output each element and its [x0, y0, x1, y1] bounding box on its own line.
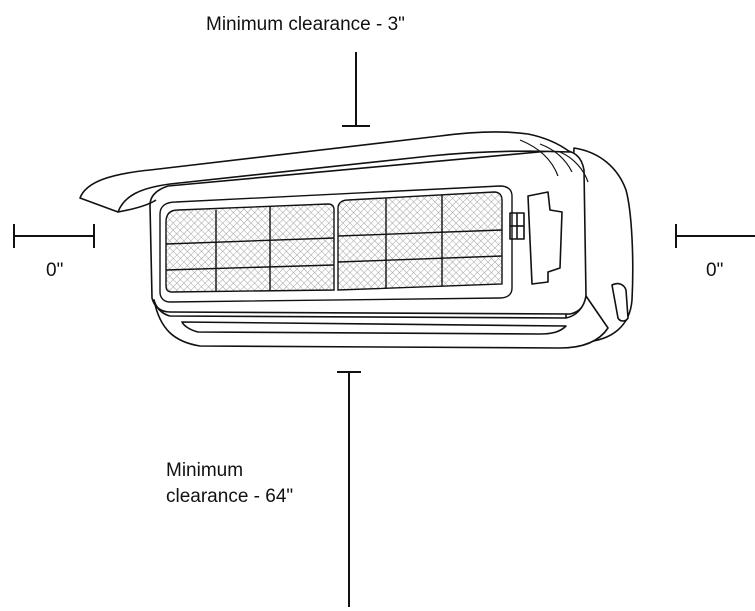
louver	[181, 321, 567, 335]
unit-base	[153, 295, 609, 349]
left-clearance-marker	[13, 224, 95, 248]
filter-frame	[159, 185, 513, 303]
side-button	[611, 282, 629, 322]
bottom-clearance-label-line2: clearance - 64"	[166, 486, 294, 507]
panel-vents	[519, 139, 589, 183]
bottom-clearance-label-line1: Minimum	[166, 460, 244, 481]
side-panel-recess	[527, 191, 563, 285]
top-clearance-marker	[342, 52, 370, 127]
left-filter	[165, 203, 335, 293]
right-filter	[337, 191, 503, 291]
right-clearance-marker	[675, 224, 755, 248]
left-clearance-label: 0"	[46, 260, 64, 281]
bottom-clearance-marker	[337, 371, 361, 607]
right-clearance-label: 0"	[706, 260, 724, 281]
top-clearance-label: Minimum clearance - 3"	[206, 14, 405, 35]
front-panel-open	[79, 131, 571, 213]
front-panel-edge	[117, 199, 157, 213]
